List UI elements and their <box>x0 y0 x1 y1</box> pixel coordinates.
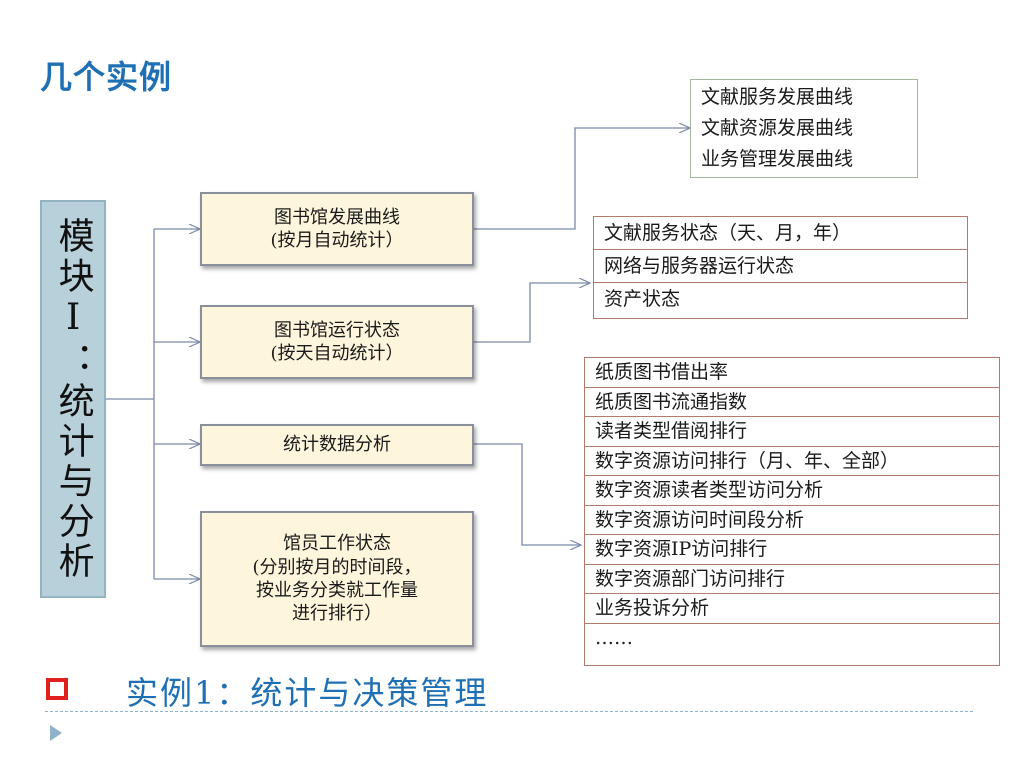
status-table: 文献服务状态（天、月，年） 网络与服务器运行状态 资产状态 <box>593 216 968 319</box>
page-title: 几个实例 <box>40 58 173 96</box>
list-item: 业务管理发展曲线 <box>701 148 854 170</box>
list-item: 文献资源发展曲线 <box>701 117 854 139</box>
branch-staff-status-line3: 按业务分类就工作量 <box>256 580 418 601</box>
branch-operation-status: 图书馆运行状态 (按天自动统计） <box>200 305 474 379</box>
footer-title: 实例1：统计与决策管理 <box>126 674 489 712</box>
table-row: 资产状态 <box>604 288 681 310</box>
curves-arrow <box>474 128 690 230</box>
table-row: 数字资源部门访问排行 <box>585 565 999 594</box>
branch-staff-status-title: 馆员工作状态 <box>283 533 391 555</box>
branch-operation-status-note: (按天自动统计） <box>270 343 404 364</box>
table-row: 读者类型借阅排行 <box>585 417 999 447</box>
table-row: 纸质图书流通指数 <box>585 388 999 417</box>
branch-data-analysis: 统计数据分析 <box>200 424 474 466</box>
branch-growth-curve-title: 图书馆发展曲线 <box>274 206 400 228</box>
module-label: 模块I：统计与分析 <box>52 216 94 582</box>
analysis-arrow <box>474 443 581 545</box>
table-row: 数字资源IP访问排行 <box>585 535 999 565</box>
table-row: 纸质图书借出率 <box>585 358 999 388</box>
table-row: …… <box>595 626 633 649</box>
table-row: 文献服务状态（天、月，年） <box>594 217 967 250</box>
square-bullet-icon <box>46 678 68 700</box>
branch-growth-curve-note: (按月自动统计） <box>270 230 404 251</box>
module-box: 模块I：统计与分析 <box>40 200 106 598</box>
table-row: 业务投诉分析 <box>585 594 999 624</box>
status-arrow <box>474 283 590 343</box>
branch-data-analysis-title: 统计数据分析 <box>283 434 391 456</box>
curves-box: 文献服务发展曲线 文献资源发展曲线 业务管理发展曲线 <box>690 79 918 178</box>
branch-growth-curve: 图书馆发展曲线 (按月自动统计） <box>200 192 474 266</box>
analysis-table: 纸质图书借出率 纸质图书流通指数 读者类型借阅排行 数字资源访问排行（月、年、全… <box>584 357 1000 666</box>
branch-staff-status-line2: (分别按月的时间段， <box>252 556 422 578</box>
table-row: 数字资源读者类型访问分析 <box>585 476 999 506</box>
branch-staff-status-line4: 进行排行） <box>292 603 382 625</box>
play-triangle-icon <box>50 725 62 741</box>
branch-staff-status: 馆员工作状态 (分别按月的时间段， 按业务分类就工作量 进行排行） <box>200 511 474 647</box>
list-item: 文献服务发展曲线 <box>701 86 854 108</box>
branch-operation-status-title: 图书馆运行状态 <box>274 319 400 341</box>
table-row: 数字资源访问时间段分析 <box>585 506 999 535</box>
divider <box>45 711 973 712</box>
table-row: 网络与服务器运行状态 <box>594 250 967 283</box>
table-row: 数字资源访问排行（月、年、全部） <box>585 447 999 476</box>
